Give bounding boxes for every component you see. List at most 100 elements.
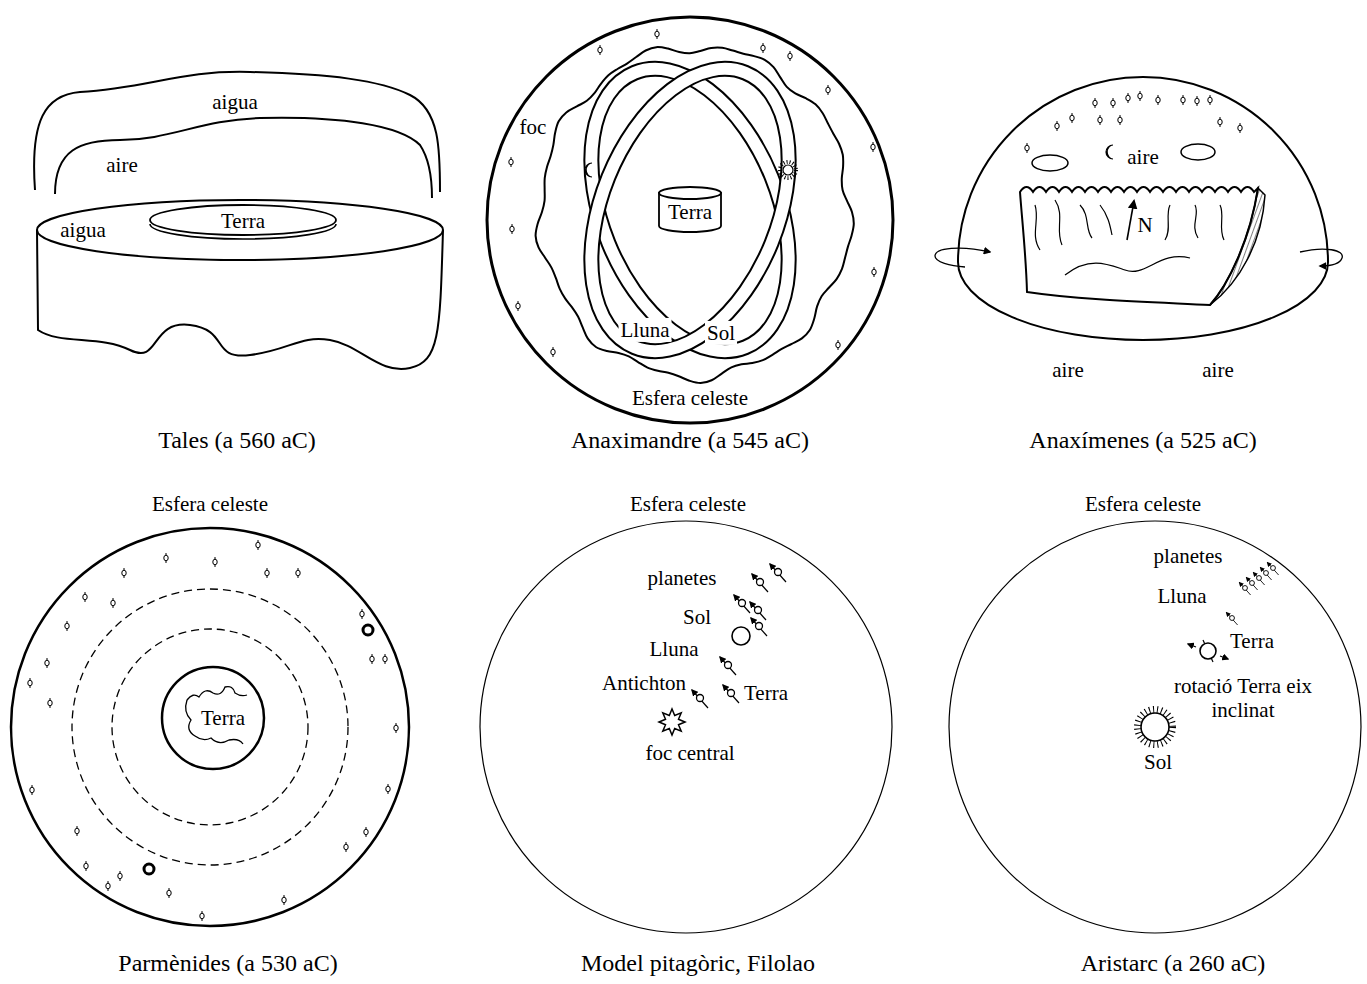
disk-top (150, 205, 336, 235)
label-text: aire (1052, 358, 1083, 382)
label-text: aire (106, 153, 137, 177)
node-text: Terra (668, 200, 712, 224)
figure-circle (112, 629, 308, 825)
figure-polygon (659, 709, 685, 735)
figure-ellipse (37, 200, 443, 260)
figure-path (1300, 249, 1342, 266)
node-text-holder: Esfera celeste (630, 492, 746, 516)
earth-circle: Terra (161, 666, 265, 770)
label-holder: aire (1052, 358, 1083, 382)
figure-ellipse (553, 40, 827, 380)
label-text: aigua (60, 218, 105, 242)
label-text: planetes (1154, 544, 1223, 568)
label-text: Terra (744, 681, 788, 705)
caption-text: Aristarc (a 260 aC) (1081, 950, 1266, 976)
figure-ellipse (553, 40, 827, 380)
figure-use (296, 568, 300, 578)
figure-use (1238, 123, 1242, 133)
figure-path (958, 77, 1328, 340)
celestial-sphere: Esfera celesteTerra (10, 527, 410, 927)
figure-path (1195, 205, 1198, 238)
earth-disk: Terra (148, 202, 338, 242)
figure-ellipse (1181, 144, 1215, 160)
earth-cylinder: Terra (658, 184, 722, 232)
caption-holder: Aristarc (a 260 aC) (1081, 950, 1266, 978)
figure-path (1080, 205, 1092, 238)
label-text: aire (1202, 358, 1233, 382)
node-text: Esfera celeste (630, 492, 746, 516)
figure-use (1226, 612, 1237, 625)
node-text: Esfera celeste (152, 492, 268, 516)
label-text: foc (520, 115, 547, 139)
figure-path (1210, 188, 1265, 305)
figure-g (553, 40, 827, 380)
figure-path (585, 163, 592, 177)
figure-use (836, 340, 840, 350)
figure-use (213, 557, 217, 567)
figure-path (1220, 656, 1228, 659)
figure-use (200, 911, 204, 921)
figure-circle (363, 625, 373, 635)
label-text: Terra (1230, 629, 1274, 653)
figure-use (770, 564, 786, 582)
figure-use (360, 609, 364, 619)
figure-use (265, 568, 269, 578)
label-text: foc central (645, 741, 734, 765)
caption-text: Model pitagòric, Filolao (581, 950, 815, 976)
figure-use (106, 881, 110, 891)
figure-use (118, 871, 122, 881)
celestial-sphere: Esfera celeste (948, 520, 1362, 934)
figure-circle (72, 589, 348, 865)
label-holder: aigua (212, 90, 257, 114)
figure-use (84, 861, 88, 871)
caption-text: Parmènides (a 530 aC) (118, 950, 337, 976)
figure-use (761, 43, 765, 53)
label-holder: Sol (1144, 750, 1172, 774)
node-text: Terra (221, 209, 265, 233)
figure-path (1065, 257, 1190, 275)
node-text-holder: Esfera celeste (1085, 492, 1201, 516)
label-holder: aire (106, 153, 137, 177)
figure-use (256, 540, 260, 550)
figure-use (734, 595, 750, 613)
label-holder: Lluna (650, 637, 699, 661)
figure-use (344, 842, 348, 852)
figure-use (551, 347, 555, 357)
label-holder: planetes (648, 566, 717, 590)
figure-use (1246, 577, 1257, 590)
figure-use (370, 654, 374, 664)
figure-use (28, 678, 32, 688)
figure-path (1127, 201, 1134, 240)
caption-holder: Tales (a 560 aC) (158, 427, 316, 455)
figure-use (1181, 95, 1185, 105)
label-holder: foc (520, 115, 547, 139)
label-holder: aire (1202, 358, 1233, 382)
celestial-sphere-outline (948, 520, 1362, 934)
figure-use (752, 574, 768, 592)
figure-use (1195, 96, 1199, 106)
figure-use (364, 827, 368, 837)
figure-use (1070, 113, 1074, 123)
figure-use (750, 602, 766, 620)
figure-use (30, 785, 34, 795)
figure-use (1118, 115, 1122, 125)
figure-use (282, 895, 286, 905)
figure-use (75, 826, 79, 836)
figure-use (122, 568, 126, 578)
figure-circle (783, 165, 793, 175)
figure-circle (1138, 710, 1173, 745)
label-holder: rotació Terra eix inclinat (1173, 674, 1313, 722)
figure-use (1208, 95, 1212, 105)
figure-circle (144, 864, 154, 874)
figure-path (1220, 205, 1224, 240)
node-text-holder: Terra (201, 706, 245, 730)
figure-use (872, 267, 876, 277)
node-text: Esfera celeste (1085, 492, 1201, 516)
figure-circle (1141, 713, 1169, 741)
figure-use (655, 29, 659, 39)
node-text: Esfera celeste (632, 386, 748, 410)
caption-holder: Parmènides (a 530 aC) (118, 950, 337, 978)
figure-use (871, 142, 875, 152)
figure-circle (780, 162, 796, 178)
figure-use (167, 888, 171, 898)
